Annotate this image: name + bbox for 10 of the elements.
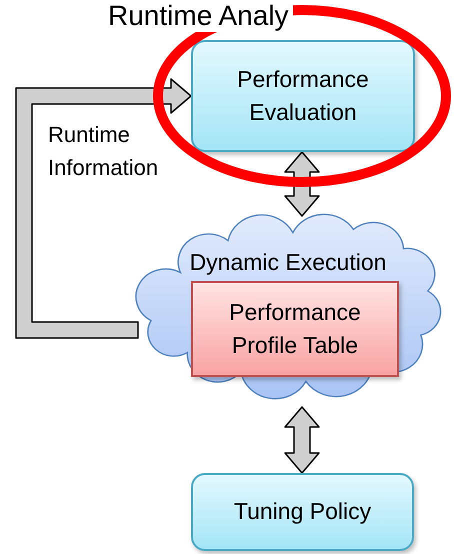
- node-label: Performance Profile Table: [228, 298, 362, 360]
- process-box: [191, 40, 415, 152]
- node-label: Performance Evaluation: [236, 64, 370, 127]
- node-label: Tuning Policy: [234, 497, 372, 526]
- process-box: [191, 473, 414, 551]
- block-arrow: [15, 78, 192, 339]
- node-label: Dynamic Execution: [190, 248, 386, 277]
- table-box: [191, 281, 399, 377]
- block-arrow: [284, 406, 320, 474]
- block-arrow: [284, 151, 320, 217]
